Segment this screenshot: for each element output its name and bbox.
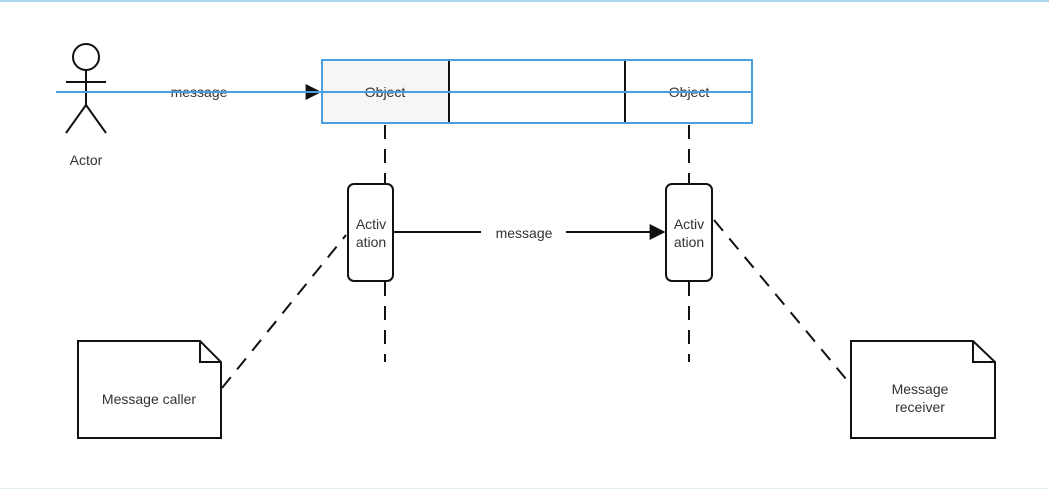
actor-label: Actor — [70, 152, 103, 168]
note-connector-1 — [221, 234, 347, 389]
activation-box-2[interactable] — [665, 183, 713, 282]
actor-figure[interactable] — [65, 43, 107, 134]
activation-label-2b: ation — [674, 234, 704, 250]
note-message-receiver[interactable] — [850, 340, 996, 439]
note-receiver-label-b: receiver — [895, 399, 945, 415]
note-message-caller[interactable] — [77, 340, 222, 439]
activation-label-2a: Activ — [674, 216, 704, 232]
activation-box-1[interactable] — [347, 183, 394, 282]
activation-label-1b: ation — [356, 234, 386, 250]
note-caller-label: Message caller — [102, 391, 196, 407]
note-receiver-label-a: Message — [892, 381, 949, 397]
note-connector-2 — [713, 219, 852, 386]
activation-label-1a: Activ — [356, 216, 386, 232]
activation-message-label: message — [496, 225, 553, 241]
selection-frame[interactable] — [56, 59, 753, 124]
